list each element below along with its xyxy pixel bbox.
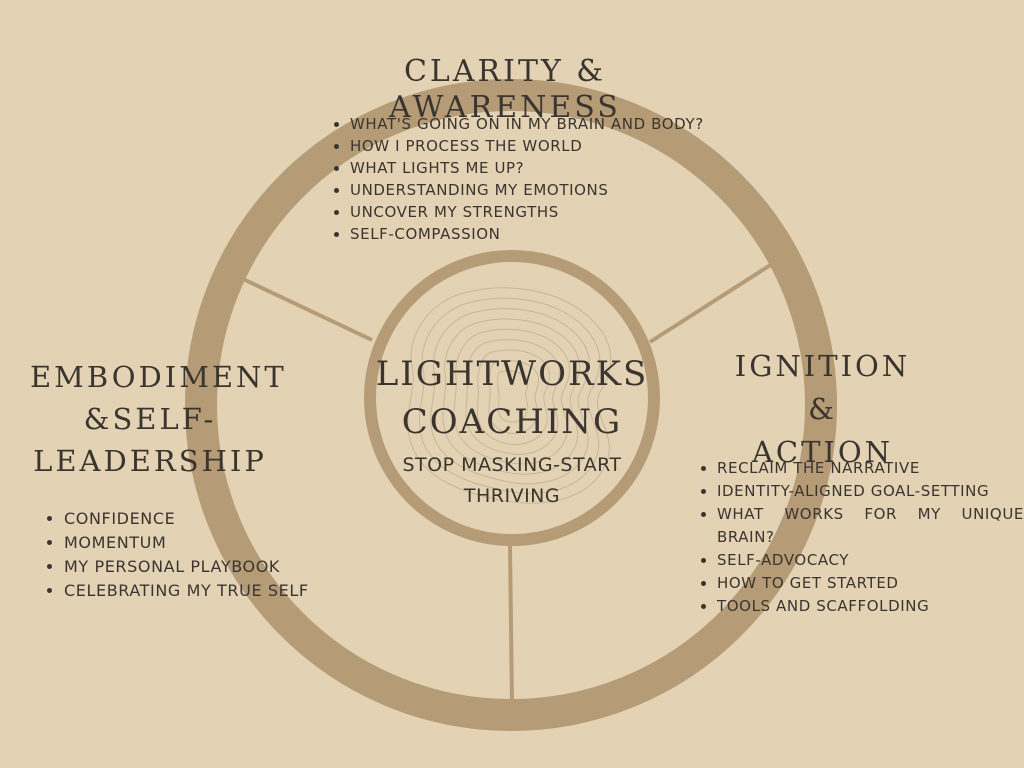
embodiment-title-line: &SELF-: [30, 398, 270, 440]
list-item: WHAT LIGHTS ME UP?: [350, 157, 750, 179]
list-item: HOW TO GET STARTED: [717, 572, 1024, 595]
list-item: CELEBRATING MY TRUE SELF: [64, 579, 364, 603]
list-item: IDENTITY-ALIGNED GOAL-SETTING: [717, 480, 1024, 503]
list-item: SELF-ADVOCACY: [717, 549, 1024, 572]
spoke-right: [650, 264, 772, 342]
center-subtitle-line: THRIVING: [372, 481, 652, 512]
embodiment-leadership-list: CONFIDENCE MOMENTUM MY PERSONAL PLAYBOOK…: [44, 507, 364, 603]
center-subtitle: STOP MASKING-START THRIVING: [372, 450, 652, 512]
spoke-left: [241, 278, 372, 340]
center-title-line: LIGHTWORKS: [372, 350, 652, 398]
list-item: CONFIDENCE: [64, 507, 364, 531]
list-item: HOW I PROCESS THE WORLD: [350, 135, 750, 157]
list-item: UNDERSTANDING MY EMOTIONS: [350, 179, 750, 201]
ignition-title-line: IGNITION &: [715, 345, 930, 431]
list-item: WHAT WORKS FOR MY UNIQUE BRAIN?: [717, 503, 1024, 549]
center-title: LIGHTWORKS COACHING: [372, 350, 652, 446]
embodiment-title-line: EMBODIMENT: [30, 356, 270, 398]
list-item: RECLAIM THE NARRATIVE: [717, 457, 1024, 480]
list-item: MOMENTUM: [64, 531, 364, 555]
spoke-bottom: [510, 546, 512, 704]
clarity-awareness-list: WHAT'S GOING ON IN MY BRAIN AND BODY? HO…: [330, 113, 750, 245]
ignition-action-title: IGNITION & ACTION: [715, 345, 930, 474]
center-subtitle-line: STOP MASKING-START: [372, 450, 652, 481]
center-title-line: COACHING: [372, 398, 652, 446]
embodiment-leadership-title: EMBODIMENT &SELF- LEADERSHIP: [30, 356, 270, 482]
ignition-action-list: RECLAIM THE NARRATIVE IDENTITY-ALIGNED G…: [697, 457, 1024, 618]
list-item: TOOLS AND SCAFFOLDING: [717, 595, 1024, 618]
embodiment-title-line: LEADERSHIP: [30, 440, 270, 482]
list-item: UNCOVER MY STRENGTHS: [350, 201, 750, 223]
list-item: SELF-COMPASSION: [350, 223, 750, 245]
list-item: MY PERSONAL PLAYBOOK: [64, 555, 364, 579]
list-item: WHAT'S GOING ON IN MY BRAIN AND BODY?: [350, 113, 750, 135]
